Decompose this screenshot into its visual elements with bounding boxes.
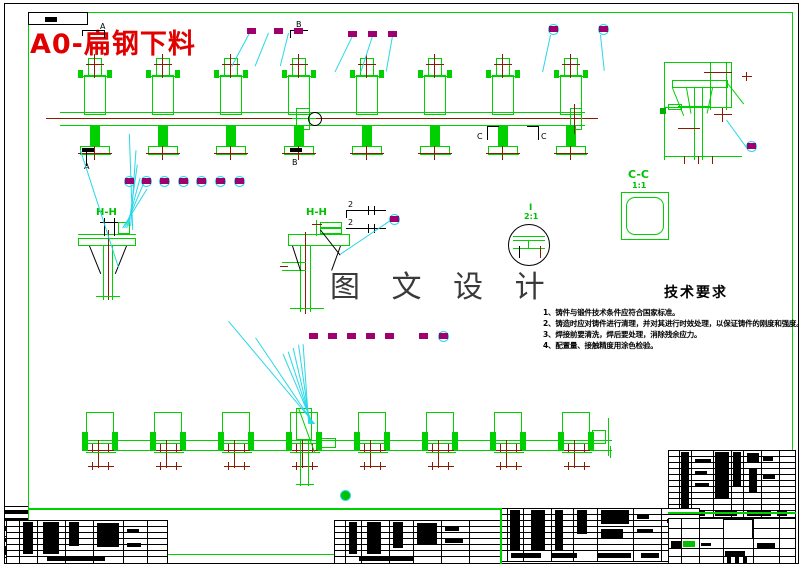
balloon-circle — [215, 176, 226, 187]
watermark-text: 图 文 设 计 — [330, 270, 556, 305]
balloon-circle — [178, 176, 189, 187]
corner-marker-fill — [45, 17, 57, 22]
page-title: A0-扁钢下料 — [30, 29, 196, 60]
balloon-tag — [309, 333, 318, 339]
corner-marker-box — [28, 12, 88, 25]
balloon-tag — [347, 333, 356, 339]
title-block-left[interactable] — [334, 520, 502, 564]
balloon-circle — [340, 490, 351, 501]
balloon-tag — [247, 28, 256, 34]
balloon-circle — [159, 176, 170, 187]
parts-list-upper-right[interactable] — [668, 450, 796, 518]
balloon-tag — [328, 333, 337, 339]
detail-circle — [508, 224, 550, 266]
balloon-tag — [348, 31, 357, 37]
section-label-c2: C — [541, 132, 547, 141]
balloon-circle — [124, 176, 135, 187]
tech-note-line: 3、焊接前要清洗，焊后要处理，消除残余应力。 — [543, 330, 702, 339]
balloon-circle — [746, 141, 757, 152]
section-cc-scale: 1:1 — [632, 181, 647, 190]
detail-hh-mid-label: H-H — [306, 207, 327, 218]
parts-list-lower-left[interactable] — [6, 520, 168, 564]
balloon-circle — [389, 214, 400, 225]
tech-note-line: 1、铸件与锻件技术条件应符合国家标准。 — [543, 308, 680, 317]
technical-requirements: 技术要求 1、铸件与锻件技术条件应符合国家标准。 2、铸造时应对铸件进行清理，并… — [543, 282, 803, 351]
balloon-tag — [439, 333, 448, 339]
weld-symbol-left: 2 — [348, 200, 354, 209]
tech-note-line: 4、配置量、接触精度用涂色检验。 — [543, 341, 658, 350]
section-label-c1: C — [477, 132, 483, 141]
balloon-circle — [548, 24, 559, 35]
balloon-tag — [274, 28, 283, 34]
main-centerline — [46, 118, 598, 120]
balloon-tag — [366, 333, 375, 339]
balloon-tag — [388, 31, 397, 37]
detail-hh-left-label: H-H — [96, 207, 117, 218]
detail-i-label: I — [529, 203, 533, 213]
balloon-tag — [385, 333, 394, 339]
balloon-tag — [368, 31, 377, 37]
section-cc-label: C-C — [628, 168, 649, 181]
balloon-circle — [141, 176, 152, 187]
tech-note-line: 2、铸造时应对铸件进行清理，并对其进行时效处理，以保证铸件的刚度和强度。 — [543, 319, 803, 328]
balloon-circle — [234, 176, 245, 187]
balloon-tag — [294, 28, 303, 34]
title-block-main[interactable] — [668, 518, 796, 564]
tech-requirements-heading: 技术要求 — [664, 285, 728, 301]
balloon-circle — [598, 24, 609, 35]
detail-i-scale: 2:1 — [524, 212, 539, 221]
weld-symbol-right: 2 — [348, 218, 354, 227]
balloon-tag — [419, 333, 428, 339]
balloon-circle — [308, 112, 322, 126]
balloon-circle — [438, 331, 449, 342]
balloon-circle — [196, 176, 207, 187]
